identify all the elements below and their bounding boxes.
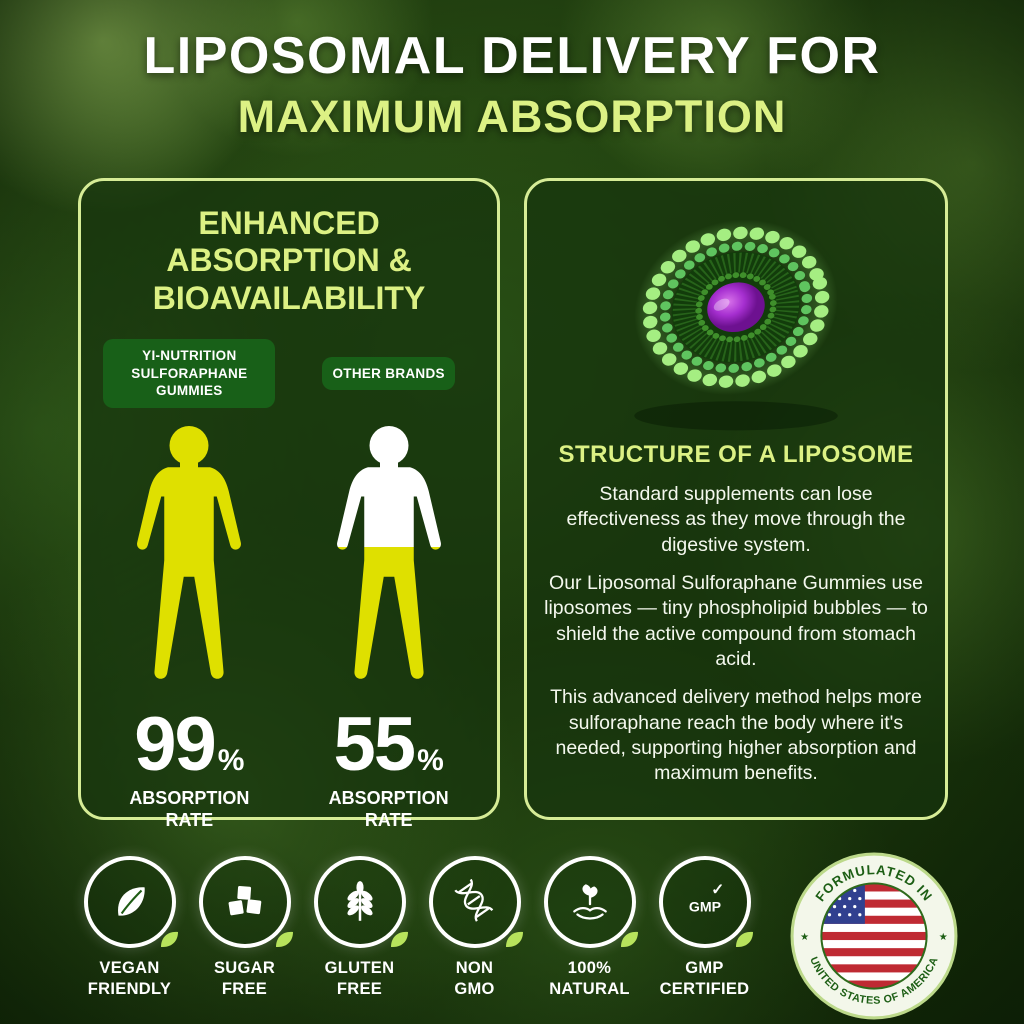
badge-100-natural: 100% NATURAL [532,856,647,999]
badge-vegan-friendly: VEGAN FRIENDLY [72,856,187,999]
lipid-outer-beads [642,226,830,388]
hand-plant-icon [572,884,607,920]
leaf-accent-icon [160,931,178,947]
rate-caption-line: ABSORPTION [328,788,449,809]
gmp-seal-icon: GMP ✓ [688,882,724,915]
star-icon: ★ [800,932,809,943]
rate-caption-line: RATE [165,810,214,831]
comparison-heading-line: ABSORPTION & [166,242,412,279]
lipid-inner-beads [659,241,813,373]
rate-caption: ABSORPTION RATE [129,788,249,832]
feature-badges-row: VEGAN FRIENDLY SUGAR FREE [72,856,762,999]
liposome-heading: STRUCTURE OF A LIPOSOME [558,441,914,468]
rate-caption-line: ABSORPTION [129,788,250,809]
liposome-core [707,282,765,333]
badge-circle [198,856,293,948]
badge-circle [428,856,523,948]
usa-flag-icon [821,883,927,989]
badge-label: GMP CERTIFIED [659,959,750,998]
rate-number: 99 [134,702,217,788]
leaf-accent-icon [275,931,293,947]
badge-label: SUGAR FREE [213,959,276,998]
badge-label: 100% NATURAL [549,959,630,998]
badge-circle [313,856,408,948]
badge-label: GLUTEN FREE [324,959,395,998]
lipid-tails [672,252,800,362]
badge-non-gmo: NON GMO [417,856,532,999]
brand-badge: OTHER BRANDS [322,356,455,391]
liposome-paragraph-1: Standard supplements can lose effectiven… [566,483,906,556]
liposome-paragraph-2: Our Liposomal Sulforaphane Gummies use l… [544,572,928,671]
absorption-rate-value: 55 % [334,707,444,783]
leaf-accent-icon [390,931,408,947]
rate-number: 55 [333,702,417,788]
title-line-1: LIPOSOMAL DELIVERY FOR [143,27,881,85]
rate-caption-line: RATE [364,810,413,831]
percent-sign: % [417,744,444,778]
absorption-rate-value: 99 % [134,707,244,783]
badge-gluten-free: GLUTEN FREE [302,856,417,999]
rate-caption: ABSORPTION RATE [329,788,449,832]
check-icon: ✓ [711,882,724,899]
badge-circle: GMP ✓ [658,856,753,948]
badge-circle [83,856,178,948]
badge-label: NON GMO [454,959,495,998]
comparison-heading-line: ENHANCED [198,205,380,241]
usa-seal: FORMULATED IN UNITED STATES OF AMERICA ★… [790,852,958,1020]
header: LIPOSOMAL DELIVERY FOR MAXIMUM ABSORPTIO… [0,26,1024,143]
leaf-accent-icon [735,931,753,947]
liposome-paragraph-3: This advanced delivery method helps more… [550,686,922,785]
leaf-accent-icon [505,931,523,947]
comparison-column-yi-nutrition: YI-NUTRITION SULFORAPHANE GUMMIES [98,331,280,832]
brand-badge-band: OTHER BRANDS [322,331,455,415]
sugar-cubes-icon [228,886,261,916]
leaf-icon [117,887,145,916]
brand-badge-band: YI-NUTRITION SULFORAPHANE GUMMIES [103,331,276,415]
title-line-2: MAXIMUM ABSORPTION [237,91,787,142]
wheat-icon [346,881,373,921]
brand-badge: YI-NUTRITION SULFORAPHANE GUMMIES [103,338,276,408]
comparison-column-other-brands: OTHER BRANDS 55 [298,331,480,832]
leaf-accent-icon [620,931,638,947]
badge-gmp-certified: GMP ✓ GMP CERTIFIED [647,856,762,999]
comparison-columns: YI-NUTRITION SULFORAPHANE GUMMIES [81,331,497,832]
comparison-heading: ENHANCED ABSORPTION & BIOAVAILABILITY [81,205,497,317]
absorption-figure-high [137,426,242,680]
badge-circle [543,856,638,948]
percent-sign: % [217,744,245,778]
comparison-heading-line: BIOAVAILABILITY [152,279,426,316]
comparison-panel: ENHANCED ABSORPTION & BIOAVAILABILITY YI… [78,178,500,830]
star-icon: ★ [939,932,948,943]
liposome-shadow [634,401,838,431]
absorption-figure-low [336,426,441,680]
badge-sugar-free: SUGAR FREE [187,856,302,999]
liposome-illustration [634,219,838,431]
liposome-panel: STRUCTURE OF A LIPOSOME Standard supplem… [524,178,948,820]
badge-label: VEGAN FRIENDLY [87,959,172,998]
svg-text:GMP: GMP [688,898,720,914]
dna-icon [453,879,493,922]
